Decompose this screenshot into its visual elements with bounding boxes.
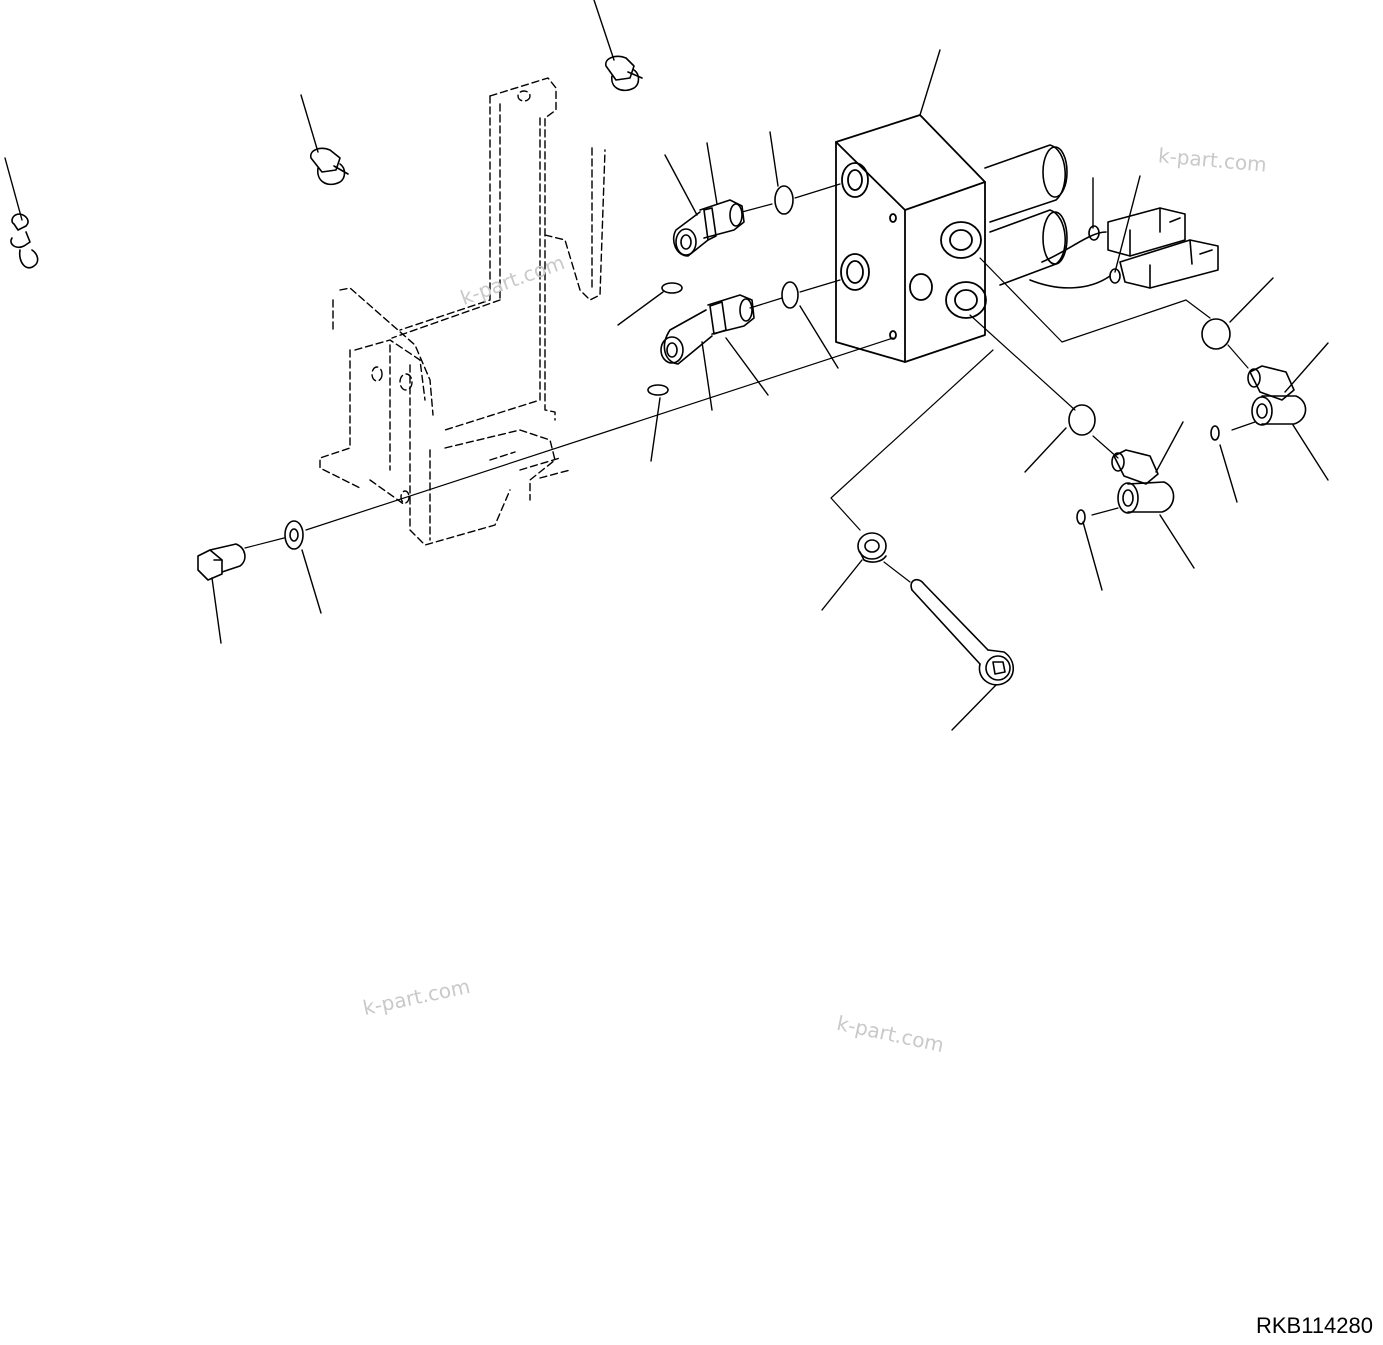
elbow-fitting-lower-left: [660, 294, 755, 365]
washer-left: [284, 520, 304, 550]
elbow-fitting-upper-right: [1247, 365, 1307, 426]
solenoid-upper: [984, 144, 1068, 223]
assembly-lines: [244, 183, 1256, 583]
valve-block: [835, 114, 987, 363]
hex-bolt-left: [197, 543, 246, 581]
connector-upper: [1107, 207, 1186, 257]
washer-right: [857, 532, 887, 563]
hose-clip-2: [310, 147, 349, 186]
elbow-fitting-lower-right: [1111, 449, 1175, 514]
hose-clip-3: [605, 55, 643, 92]
socket-head-bolt: [910, 578, 1015, 686]
bracket-phantom: [319, 77, 606, 546]
solenoid-lower: [989, 209, 1068, 286]
elbow-fitting-upper-left: [672, 199, 745, 257]
leader-lines: [4, 0, 1329, 731]
drawing-code-label: RKB114280: [1255, 1313, 1373, 1338]
connector-lower: [1119, 239, 1219, 289]
o-rings: [647, 185, 1231, 525]
wire-harness: [1029, 225, 1121, 289]
hose-clip-1: [10, 213, 39, 269]
